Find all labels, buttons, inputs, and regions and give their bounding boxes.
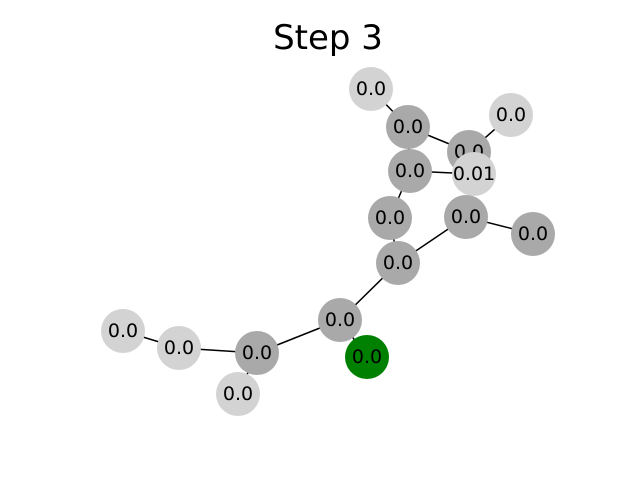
node-circle (318, 298, 362, 342)
graph-node: 0.0 (216, 372, 260, 416)
node-label: 0.0 (383, 252, 413, 274)
node-circle (349, 67, 393, 111)
node-label: 0.01 (453, 163, 495, 185)
graph-node: 0.0 (444, 195, 488, 239)
node-circle (235, 331, 279, 375)
graph-node: 0.0 (157, 326, 201, 370)
node-label: 0.0 (164, 337, 194, 359)
node-circle (489, 93, 533, 137)
node-circle (157, 326, 201, 370)
graph-node: 0.0 (511, 212, 555, 256)
graph-node: 0.0 (235, 331, 279, 375)
node-label: 0.0 (496, 104, 526, 126)
graph-node: 0.0 (376, 241, 420, 285)
node-label: 0.0 (223, 383, 253, 405)
graph-node: 0.0 (349, 67, 393, 111)
node-circle (101, 309, 145, 353)
nodes-layer: 0.0 0.0 0.0 0.0 0.01 0.0 0.0 0.0 0.0 0.0 0.0 0.0 0.0… (101, 67, 555, 416)
node-label: 0.0 (375, 207, 405, 229)
node-circle (376, 241, 420, 285)
node-label: 0.0 (108, 320, 138, 342)
node-circle (368, 196, 412, 240)
node-label: 0.0 (356, 78, 386, 100)
node-circle (345, 335, 389, 379)
node-circle (386, 105, 430, 149)
node-label: 0.0 (325, 309, 355, 331)
node-label: 0.0 (518, 223, 548, 245)
node-label: 0.0 (395, 160, 425, 182)
graph-node: 0.0 (386, 105, 430, 149)
graph-node: 0.01 (452, 152, 496, 196)
node-label: 0.0 (451, 206, 481, 228)
graph-node: 0.0 (489, 93, 533, 137)
graph-node: 0.0 (345, 335, 389, 379)
graph-node: 0.0 (101, 309, 145, 353)
node-circle (511, 212, 555, 256)
node-circle (444, 195, 488, 239)
node-circle (216, 372, 260, 416)
node-label: 0.0 (393, 116, 423, 138)
graph-node: 0.0 (368, 196, 412, 240)
node-circle (388, 149, 432, 193)
graph-node: 0.0 (388, 149, 432, 193)
node-label: 0.0 (352, 346, 382, 368)
figure-title: Step 3 (273, 18, 383, 58)
node-circle (452, 152, 496, 196)
node-label: 0.0 (242, 342, 272, 364)
graph-node: 0.0 (318, 298, 362, 342)
